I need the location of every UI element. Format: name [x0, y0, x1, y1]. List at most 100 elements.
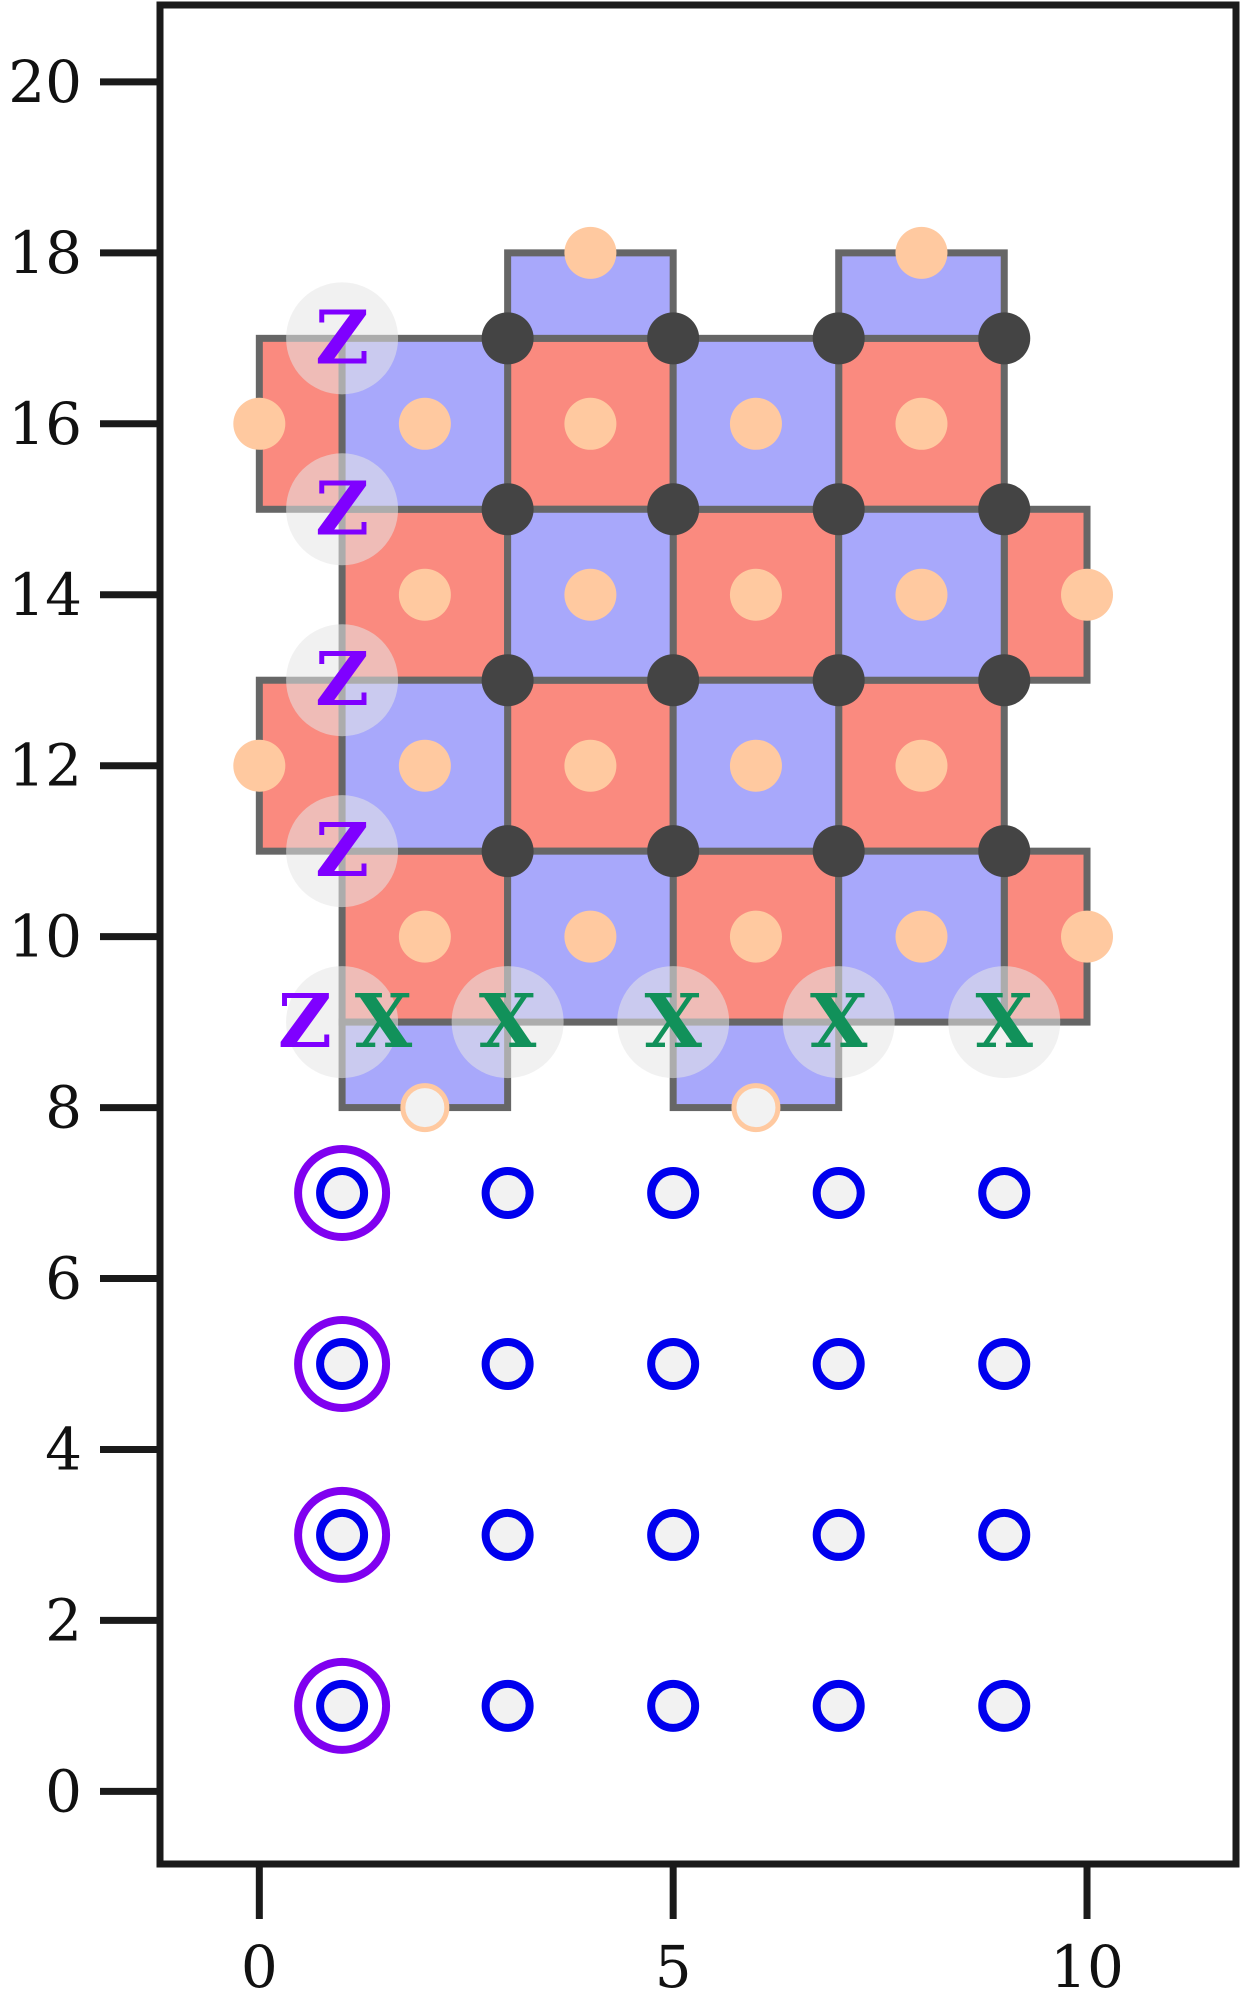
ancilla-qubit: [398, 568, 451, 621]
data-qubit: [481, 312, 534, 365]
reservoir-atom: [316, 1337, 369, 1390]
ancilla-qubit: [564, 910, 617, 963]
ancilla-qubit: [564, 397, 617, 450]
y-tick-label: 4: [45, 1415, 82, 1483]
data-qubit: [812, 483, 865, 536]
data-qubit: [647, 483, 700, 536]
data-qubit: [812, 825, 865, 878]
reservoir-atom: [812, 1679, 865, 1732]
reservoir-marker-ring: [294, 1315, 391, 1412]
data-qubit: [978, 483, 1031, 536]
reservoir-atom: [812, 1508, 865, 1561]
ancilla-qubit: [729, 568, 782, 621]
y-tick-label: 14: [8, 561, 82, 629]
ancilla-qubit: [233, 739, 286, 792]
ancilla-qubit: [729, 910, 782, 963]
measurement-halo: [286, 795, 399, 908]
data-qubit: [481, 654, 534, 707]
measurement-halos: [286, 282, 1061, 1079]
ancilla-qubit: [398, 739, 451, 792]
data-qubit: [812, 654, 865, 707]
ancilla-qubit: [729, 739, 782, 792]
y-tick-label: 2: [45, 1586, 82, 1654]
measurement-halo: [451, 966, 564, 1079]
z-label: Z: [315, 637, 369, 723]
data-qubit: [978, 654, 1031, 707]
ancilla-qubits: [233, 226, 1114, 1133]
reservoir-atom: [812, 1337, 865, 1390]
reservoir-marker-ring: [294, 1145, 391, 1242]
reservoir-marker-ring: [294, 1657, 391, 1754]
z-label: Z: [315, 466, 369, 552]
ancilla-qubit: [895, 226, 948, 279]
reservoir-atom: [812, 1167, 865, 1220]
z-label: Z: [315, 808, 369, 894]
data-qubit: [647, 312, 700, 365]
reservoir-atom: [978, 1679, 1031, 1732]
measurement-halo: [286, 966, 399, 1079]
y-tick-label: 8: [45, 1074, 82, 1142]
ancilla-qubit-empty: [400, 1083, 450, 1133]
x-tick-label: 0: [241, 1933, 278, 2001]
reservoir-atom: [481, 1337, 534, 1390]
y-tick-label: 18: [8, 219, 82, 287]
y-tick-label: 16: [8, 390, 82, 458]
reservoir-atom: [647, 1679, 700, 1732]
ancilla-qubit: [233, 397, 286, 450]
x-label: X: [976, 979, 1034, 1065]
reservoir-atom: [481, 1679, 534, 1732]
data-qubit: [978, 825, 1031, 878]
ancilla-qubit: [895, 397, 948, 450]
data-qubit: [647, 654, 700, 707]
ancilla-qubit: [1061, 568, 1114, 621]
reservoir-atom: [481, 1508, 534, 1561]
data-qubit: [647, 825, 700, 878]
x-tick-label: 10: [1050, 1933, 1124, 2001]
reservoir-atom: [316, 1167, 369, 1220]
y-tick-label: 6: [45, 1245, 82, 1313]
ancilla-qubit: [895, 910, 948, 963]
ancilla-qubit: [398, 910, 451, 963]
x-tick-label: 5: [655, 1933, 692, 2001]
measurement-halo: [617, 966, 730, 1079]
reservoir-atom: [647, 1337, 700, 1390]
ancilla-qubit-empty: [731, 1083, 781, 1133]
reservoir-atom: [481, 1167, 534, 1220]
ancilla-qubit: [398, 397, 451, 450]
reservoir-atom: [647, 1167, 700, 1220]
z-label: Z: [278, 979, 332, 1065]
x-label: X: [644, 979, 702, 1065]
plaquette-blue: [669, 334, 843, 513]
ancilla-qubit: [729, 397, 782, 450]
measurement-halo: [948, 966, 1061, 1079]
data-qubit: [481, 825, 534, 878]
reservoir-atom: [978, 1167, 1031, 1220]
x-label: X: [479, 979, 537, 1065]
z-label: Z: [315, 295, 369, 381]
y-tick-label: 10: [8, 903, 82, 971]
x-label: X: [355, 979, 413, 1065]
reservoir-atom: [978, 1508, 1031, 1561]
y-tick-label: 12: [8, 732, 82, 800]
data-qubit: [481, 483, 534, 536]
measurement-halo: [286, 453, 399, 566]
reservoir-atom: [647, 1508, 700, 1561]
reservoir-marker-ring: [294, 1486, 391, 1583]
ancilla-qubit: [564, 226, 617, 279]
y-tick-label: 20: [8, 48, 82, 116]
reservoir-atom: [316, 1679, 369, 1732]
measurement-halo: [782, 966, 895, 1079]
ancilla-qubit: [895, 739, 948, 792]
data-qubit: [978, 312, 1031, 365]
reservoir-atoms: [294, 1145, 1031, 1754]
measurement-halo: [286, 624, 399, 737]
data-qubit: [812, 312, 865, 365]
reservoir-atom: [978, 1337, 1031, 1390]
data-qubits: [481, 312, 1031, 878]
ancilla-qubit: [564, 739, 617, 792]
x-label: X: [810, 979, 868, 1065]
measurement-halo: [286, 282, 399, 395]
